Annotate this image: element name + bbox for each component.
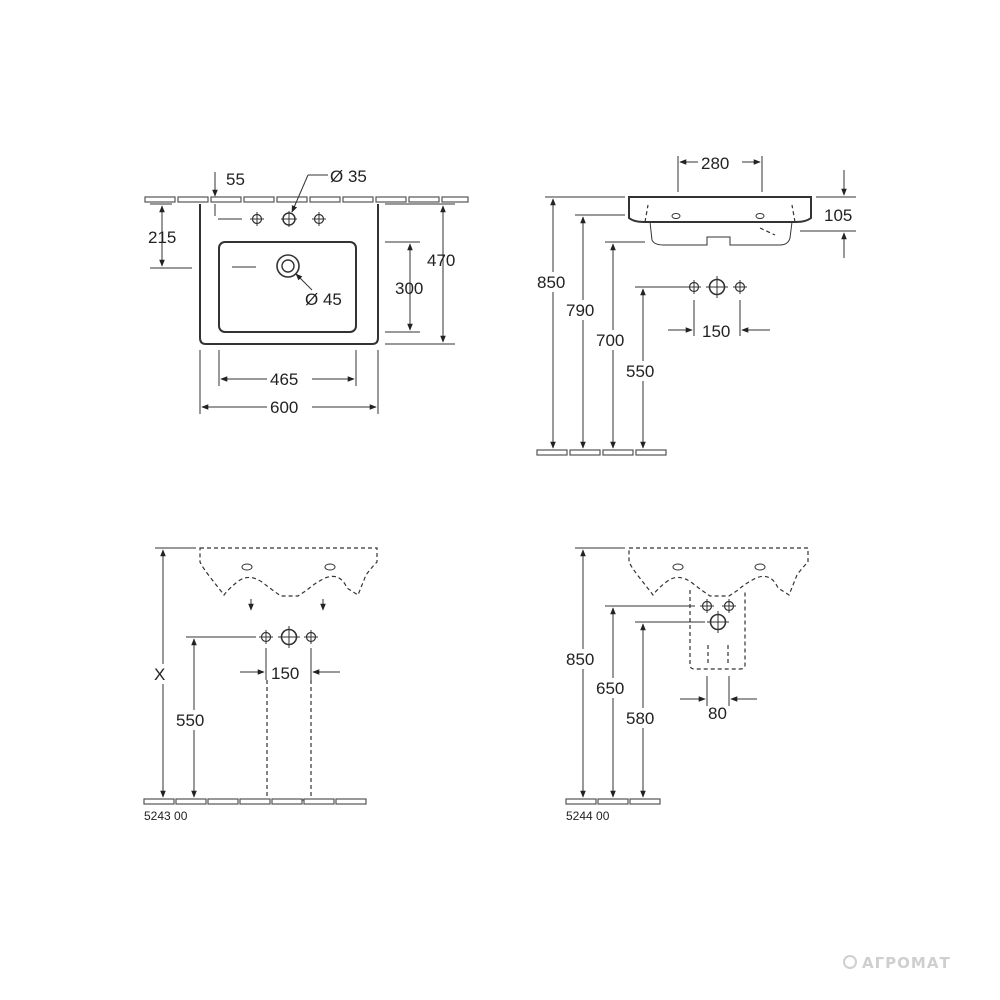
- supply-right-icon: [721, 598, 737, 614]
- dim-150: 150: [271, 664, 299, 683]
- dim-dia35: Ø 35: [330, 167, 367, 186]
- watermark-logo-icon: [843, 955, 857, 969]
- tap-hole-right-icon: [311, 211, 327, 227]
- waste-outlet-icon: [707, 611, 729, 633]
- supply-left-icon: [258, 629, 274, 645]
- basin-dashed-outline: [628, 547, 809, 597]
- dim-dia45: Ø 45: [305, 290, 342, 309]
- dim-790: 790: [566, 301, 594, 320]
- dim-55: 55: [226, 170, 245, 189]
- product-code: 5243 00: [144, 809, 188, 823]
- basin-underside: [649, 221, 793, 246]
- waste-outlet-icon: [706, 276, 728, 298]
- dim-550: 550: [176, 711, 204, 730]
- dim-580: 580: [626, 709, 654, 728]
- basin-dashed-outline: [199, 547, 378, 597]
- supply-left-icon: [699, 598, 715, 614]
- supply-left-icon: [686, 279, 702, 295]
- basin-outline: [199, 204, 379, 345]
- top-view: 55 Ø 35 215 470 300 Ø 45 465 600: [144, 167, 469, 417]
- dim-550: 550: [626, 362, 654, 381]
- dim-280: 280: [701, 154, 729, 173]
- dim-465: 465: [270, 370, 298, 389]
- dim-105: 105: [824, 206, 852, 225]
- dim-850: 850: [566, 650, 594, 669]
- dim-x: X: [154, 665, 165, 684]
- dim-650: 650: [596, 679, 624, 698]
- dim-850: 850: [537, 273, 565, 292]
- watermark: АГРОМАТ: [843, 954, 951, 972]
- semi-pedestal-view: 850 650 580 80 5244 00: [565, 547, 809, 823]
- bowl-outline: [218, 241, 357, 333]
- waste-outlet-icon: [278, 626, 300, 648]
- dim-215: 215: [148, 228, 176, 247]
- dim-80: 80: [708, 704, 727, 723]
- tap-hole-center-icon: [281, 211, 297, 227]
- dim-300: 300: [395, 279, 423, 298]
- tap-hole-left-icon: [249, 211, 265, 227]
- dim-600: 600: [270, 398, 298, 417]
- dim-150: 150: [702, 322, 730, 341]
- wall-line: [144, 196, 469, 203]
- drain-icon: [276, 254, 300, 278]
- front-view: 280 105 850 790 700 550: [536, 154, 856, 456]
- dim-700: 700: [596, 331, 624, 350]
- supply-right-icon: [732, 279, 748, 295]
- basin-front-outline: [628, 196, 812, 223]
- watermark-text: АГРОМАТ: [862, 954, 951, 972]
- dim-470: 470: [427, 251, 455, 270]
- product-code: 5244 00: [566, 809, 610, 823]
- supply-right-icon: [303, 629, 319, 645]
- pedestal-view: X 550 150 5243 00: [143, 547, 378, 823]
- pedestal-dashed: [266, 680, 312, 801]
